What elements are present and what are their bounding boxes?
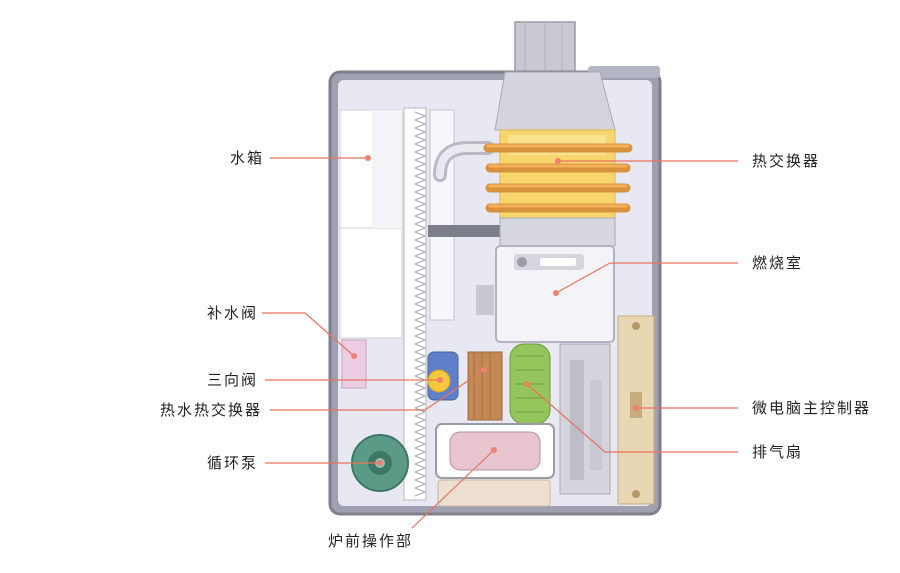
label-circulation-pump: 循环泵 [206, 454, 258, 472]
callout-hot-water-exchanger [270, 369, 485, 411]
side-pipes [428, 109, 500, 321]
burner-unit [435, 423, 555, 507]
label-three-way-valve: 三向阀 [206, 371, 258, 389]
callout-burner-unit [411, 449, 495, 529]
callout-combustion-chamber-a [555, 262, 611, 294]
label-hot-water-exchanger: 热水热交换器 [159, 401, 262, 419]
label-combustion-chamber: 燃烧室 [752, 254, 804, 272]
callout-refill-valve [262, 312, 355, 357]
three-way-valve [427, 351, 459, 401]
callout-exhaust-fan [526, 383, 738, 453]
gear-rack [403, 107, 427, 501]
heat-exchanger [483, 71, 633, 247]
label-refill-valve: 补水阀 [206, 304, 258, 322]
water-tank [339, 109, 403, 339]
callout-dots [351, 155, 639, 466]
label-burner-unit: 炉前操作部 [328, 532, 414, 550]
refill-valve [341, 339, 367, 389]
callout-lines [262, 157, 738, 529]
label-water-tank: 水箱 [229, 149, 264, 167]
hot-water-exchanger [467, 351, 503, 421]
label-exhaust-fan: 排气扇 [752, 443, 804, 461]
flue-pipe [514, 21, 576, 73]
label-heat-exchanger: 热交换器 [752, 152, 821, 170]
mechanics [476, 285, 611, 495]
label-controller: 微电脑主控制器 [752, 399, 872, 417]
